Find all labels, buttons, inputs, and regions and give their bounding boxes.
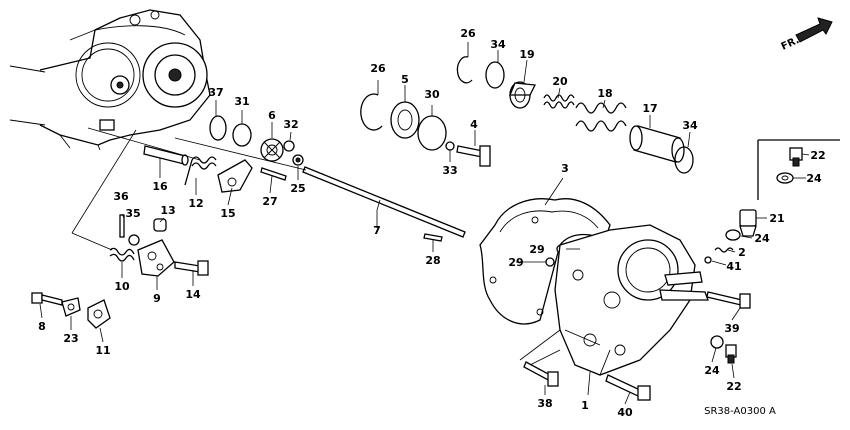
callout-16: 16 — [152, 180, 168, 193]
callout-18: 18 — [597, 87, 612, 100]
callout-22-lower: 22 — [726, 380, 741, 393]
callout-24-upper: 24 — [754, 232, 770, 245]
o-ring-30 — [417, 115, 447, 151]
callout-3: 3 — [561, 162, 569, 175]
bolt-22a — [789, 147, 803, 167]
callout-11: 11 — [95, 344, 110, 357]
callout-6: 6 — [268, 109, 276, 122]
callout-4: 4 — [470, 118, 478, 131]
bolt-39 — [706, 291, 751, 309]
callout-26-right: 26 — [460, 27, 476, 40]
callout-10: 10 — [114, 280, 130, 293]
callout-32: 32 — [283, 118, 298, 131]
callout-12: 12 — [188, 197, 203, 210]
callout-25: 25 — [290, 182, 305, 195]
gear-6 — [260, 138, 284, 162]
piston-5 — [390, 101, 420, 139]
callout-34-top: 34 — [490, 38, 506, 51]
callout-24-inset: 24 — [806, 172, 822, 185]
callout-28: 28 — [425, 254, 440, 267]
washer-32 — [283, 140, 295, 152]
callout-21: 21 — [769, 212, 784, 225]
snap-ring-26b — [456, 56, 473, 84]
callout-41: 41 — [726, 260, 741, 273]
sleeve-13 — [153, 218, 167, 232]
callout-36: 36 — [113, 190, 129, 203]
callout-27: 27 — [262, 195, 277, 208]
spring-10 — [71, 232, 135, 262]
washer-29b — [545, 257, 555, 267]
callout-7: 7 — [373, 224, 381, 237]
bolt-38 — [523, 361, 559, 387]
callout-9: 9 — [153, 292, 161, 305]
callout-38: 38 — [537, 397, 552, 410]
callout-8: 8 — [38, 320, 46, 333]
callout-29-upper: 29 — [529, 243, 544, 256]
clip-23 — [61, 297, 81, 317]
callout-26-left: 26 — [370, 62, 386, 75]
callout-20: 20 — [552, 75, 568, 88]
ball-41 — [704, 256, 712, 264]
pin-36 — [119, 214, 125, 238]
callout-31: 31 — [234, 95, 249, 108]
bushing-19 — [509, 81, 537, 109]
servo-cover-1 — [554, 224, 709, 376]
callout-23: 23 — [63, 332, 78, 345]
callout-40: 40 — [617, 406, 633, 419]
ring-31 — [232, 123, 252, 147]
callout-39: 39 — [724, 322, 739, 335]
callout-15: 15 — [220, 207, 235, 220]
washer-24b — [710, 335, 724, 349]
washer-35 — [128, 234, 140, 246]
pin-28 — [423, 233, 443, 242]
plug-21 — [739, 209, 757, 237]
leader-lines — [39, 42, 810, 405]
snap-ring-26a — [360, 93, 383, 131]
o-ring-34b — [674, 146, 694, 174]
callout-labels: 1 2 3 4 5 6 7 8 9 10 11 12 13 14 15 16 1… — [38, 27, 825, 419]
pin-27 — [260, 167, 287, 181]
washer-24a — [725, 229, 741, 241]
bolt-14 — [174, 260, 209, 276]
pin-4 — [456, 145, 491, 167]
front-direction-arrow — [795, 17, 833, 43]
callout-13: 13 — [160, 204, 175, 217]
washer-25 — [292, 154, 304, 166]
callout-14: 14 — [185, 288, 201, 301]
spring-20 — [543, 94, 575, 109]
callout-22-inset: 22 — [810, 149, 825, 162]
spring-2 — [714, 247, 734, 253]
callout-19: 19 — [519, 48, 534, 61]
callout-24-lower: 24 — [704, 364, 720, 377]
spring-18 — [575, 102, 627, 132]
washer-24c — [776, 172, 794, 184]
callout-1: 1 — [581, 399, 589, 412]
diagram-code: SR38-A0300 A — [704, 406, 776, 417]
bolt-8 — [31, 292, 63, 306]
lever-15 — [217, 159, 253, 193]
shift-shaft-16 — [143, 145, 189, 166]
shaft-7 — [174, 137, 466, 238]
callout-35: 35 — [125, 207, 140, 220]
callout-29-lower: 29 — [508, 256, 523, 269]
callout-33: 33 — [442, 164, 457, 177]
bracket-9 — [137, 239, 175, 277]
spring-12 — [184, 156, 217, 186]
bracket-11 — [87, 299, 111, 329]
gasket-3 — [479, 198, 611, 325]
callout-17: 17 — [642, 102, 657, 115]
transmission-case-housing — [9, 9, 211, 151]
callout-2: 2 — [738, 246, 746, 259]
ring-37 — [209, 115, 227, 141]
callout-30: 30 — [424, 88, 440, 101]
bolt-40 — [605, 374, 651, 401]
o-ring-34a — [485, 61, 505, 89]
callout-34-right: 34 — [682, 119, 698, 132]
callout-37: 37 — [208, 86, 223, 99]
callout-5: 5 — [401, 73, 409, 86]
inset-box — [757, 139, 840, 200]
washer-33 — [445, 141, 455, 151]
bolt-22b — [725, 344, 737, 364]
